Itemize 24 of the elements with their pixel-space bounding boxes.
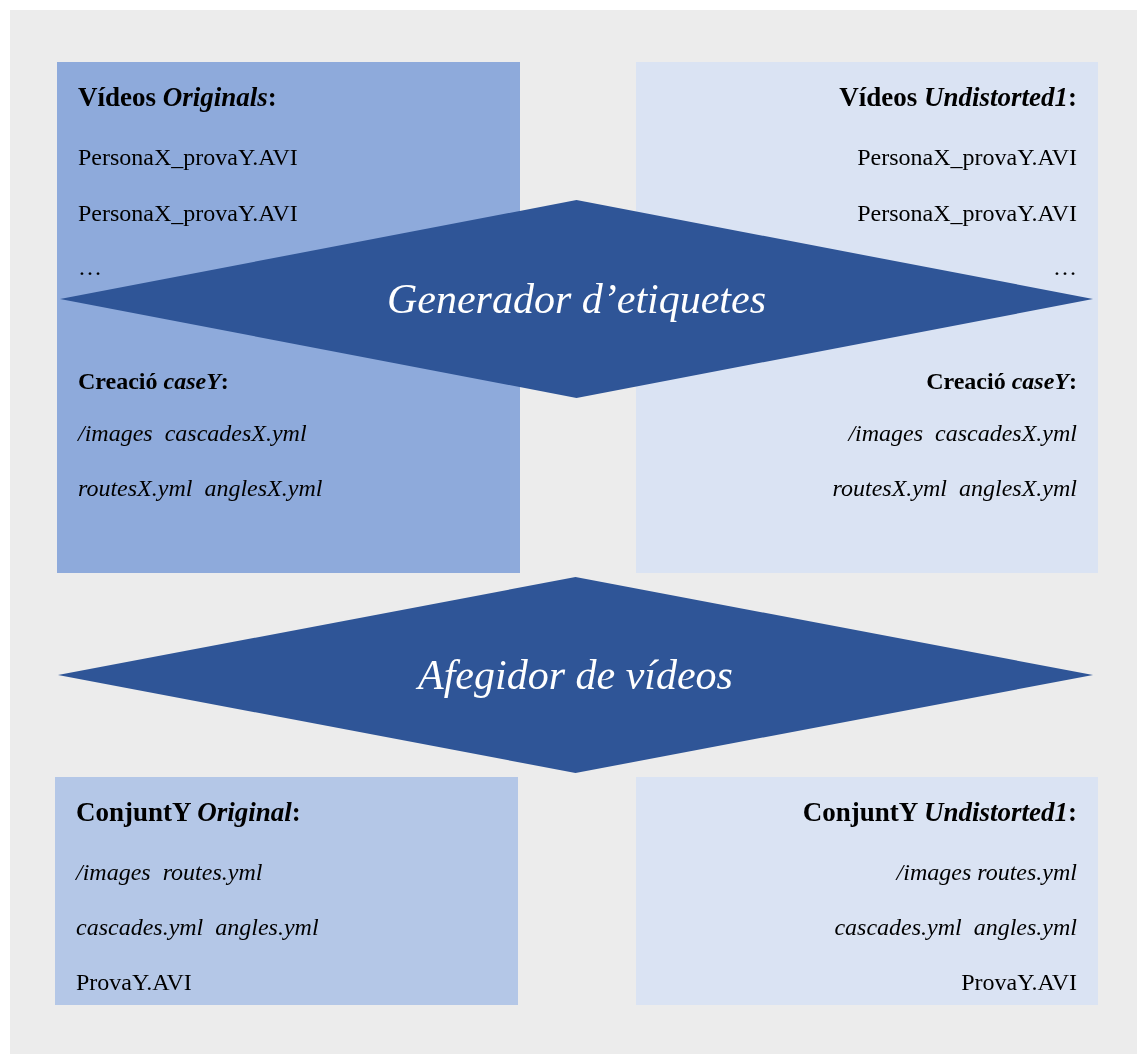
file-list-text: /images routes.yml [76, 858, 263, 887]
heading-text: ConjuntY Undistorted1: [802, 797, 1077, 827]
file-list-text: /images cascadesX.yml [848, 419, 1077, 448]
file-name-text: PersonaX_provaY.AVI [857, 199, 1077, 228]
heading-text: Vídeos Undistorted1: [839, 82, 1077, 112]
file-name-text: PersonaX_provaY.AVI [857, 143, 1077, 172]
file-list-text: /images cascadesX.yml [78, 419, 307, 448]
file-list-text: cascades.yml angles.yml [834, 913, 1077, 942]
file-name-text: ProvaY.AVI [76, 968, 192, 997]
file-name-text: … [1053, 253, 1077, 282]
file-name-text: … [78, 253, 102, 282]
file-name-text: ProvaY.AVI [961, 968, 1077, 997]
file-list-text: /images routes.yml [896, 858, 1077, 887]
panel [55, 777, 518, 1005]
file-list-text: cascades.yml angles.yml [76, 913, 319, 942]
subheading-text: Creació caseY: [926, 367, 1077, 396]
process-title: Generador d’etiquetes [386, 275, 767, 323]
heading-text: Vídeos Originals: [78, 82, 277, 112]
file-name-text: PersonaX_provaY.AVI [78, 143, 298, 172]
file-list-text: routesX.yml anglesX.yml [832, 474, 1077, 503]
subheading-text: Creació caseY: [78, 367, 229, 396]
file-list-text: routesX.yml anglesX.yml [78, 474, 323, 503]
file-name-text: PersonaX_provaY.AVI [78, 199, 298, 228]
heading-text: ConjuntY Original: [76, 797, 301, 827]
